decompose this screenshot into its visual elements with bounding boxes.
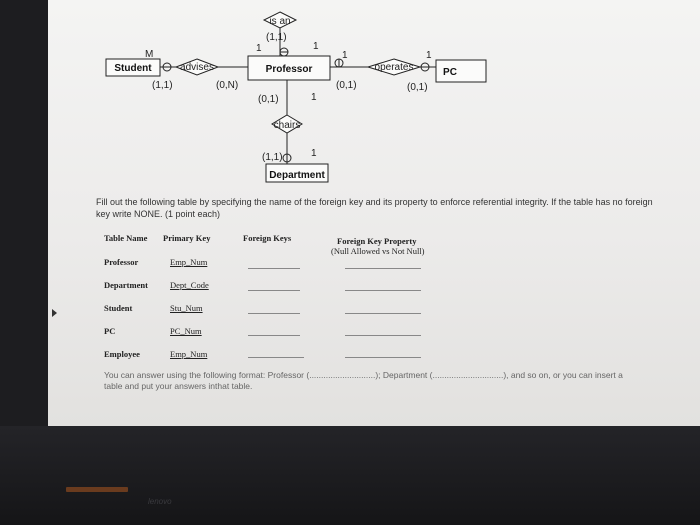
cardinality-is-a-one-left: 1 xyxy=(256,43,262,54)
table-row-pc-name: PC xyxy=(104,326,116,336)
answer-blank-professor-fk[interactable] xyxy=(248,268,300,269)
footer-instructions: You can answer using the following forma… xyxy=(104,370,664,392)
answer-blank-department-fk[interactable] xyxy=(248,290,300,291)
relationship-operates xyxy=(366,58,422,76)
cardinality-department-one: 1 xyxy=(311,148,317,159)
table-row-student-name: Student xyxy=(104,303,133,313)
answer-blank-employee-property[interactable] xyxy=(345,357,421,358)
table-row-pc-pk: PC_Num xyxy=(170,326,202,336)
relationship-advises-label: advises xyxy=(180,62,214,73)
table-row-employee-name: Employee xyxy=(104,349,140,359)
cardinality-pc-operates: (0,1) xyxy=(407,82,428,93)
er-diagram: Student Professor PC Department is an ad… xyxy=(105,11,487,183)
monitor-bezel-bottom xyxy=(0,426,700,525)
relationship-advises xyxy=(174,58,220,76)
footer-line-1: You can answer using the following forma… xyxy=(104,370,623,380)
answer-blank-employee-fk[interactable] xyxy=(248,357,304,358)
table-row-professor-pk: Emp_Num xyxy=(170,257,208,267)
cardinality-student-advises: (1,1) xyxy=(152,80,173,91)
cardinality-pc-one: 1 xyxy=(426,50,432,61)
relationship-is-a xyxy=(262,11,298,29)
cardinality-professor-advises: (0,N) xyxy=(216,80,238,91)
cardinality-student-m: M xyxy=(145,49,153,60)
cardinality-professor-chairs-one: 1 xyxy=(311,92,317,103)
entity-pc-label: PC xyxy=(443,67,457,78)
entity-student-label: Student xyxy=(114,63,152,74)
cursor-arrow-icon xyxy=(52,309,57,317)
relationship-chairs xyxy=(271,114,303,134)
relationship-chairs-label: chairs xyxy=(274,120,301,131)
relationship-is-a-label: is an xyxy=(269,16,290,27)
taskbar-highlight xyxy=(66,487,128,492)
cardinality-professor-operates: (0,1) xyxy=(336,80,357,91)
table-row-department-pk: Dept_Code xyxy=(170,280,209,290)
relationship-operates-label: operates xyxy=(375,62,414,73)
table-header-table-name: Table Name xyxy=(104,233,148,243)
answer-blank-student-property[interactable] xyxy=(345,313,421,314)
cardinality-department-chairs: (1,1) xyxy=(262,152,283,163)
answer-blank-professor-property[interactable] xyxy=(345,268,421,269)
entity-pc xyxy=(435,59,487,83)
table-header-primary-key: Primary Key xyxy=(163,233,211,243)
table-row-employee-pk: Emp_Num xyxy=(170,349,208,359)
brand-logo: lenovo xyxy=(148,497,172,506)
answer-blank-student-fk[interactable] xyxy=(248,313,300,314)
connector-symbols xyxy=(162,47,430,163)
cardinality-is-a-one-right: 1 xyxy=(313,41,319,52)
table-row-professor-name: Professor xyxy=(104,257,139,267)
entity-department-label: Department xyxy=(269,170,325,181)
cardinality-is-a-professor: (1,1) xyxy=(266,32,287,43)
answer-blank-pc-fk[interactable] xyxy=(248,335,300,336)
footer-line-2: table and put your answers inthat table. xyxy=(104,381,253,391)
table-row-department-name: Department xyxy=(104,280,148,290)
instruction-text: Fill out the following table by specifyi… xyxy=(96,197,653,219)
cardinality-professor-one: 1 xyxy=(342,50,348,61)
monitor-bezel-left xyxy=(0,0,48,426)
table-row-student-pk: Stu_Num xyxy=(170,303,203,313)
entity-student xyxy=(105,58,161,77)
entity-department xyxy=(265,163,329,183)
table-header-foreign-key-property: Foreign Key Property xyxy=(337,236,417,246)
table-subheader: (Null Allowed vs Not Null) xyxy=(331,246,425,256)
answer-blank-pc-property[interactable] xyxy=(345,335,421,336)
entity-professor-label: Professor xyxy=(266,64,313,75)
answer-blank-department-property[interactable] xyxy=(345,290,421,291)
entity-professor xyxy=(247,55,331,81)
table-header-foreign-keys: Foreign Keys xyxy=(243,233,292,243)
cardinality-professor-chairs: (0,1) xyxy=(258,94,279,105)
